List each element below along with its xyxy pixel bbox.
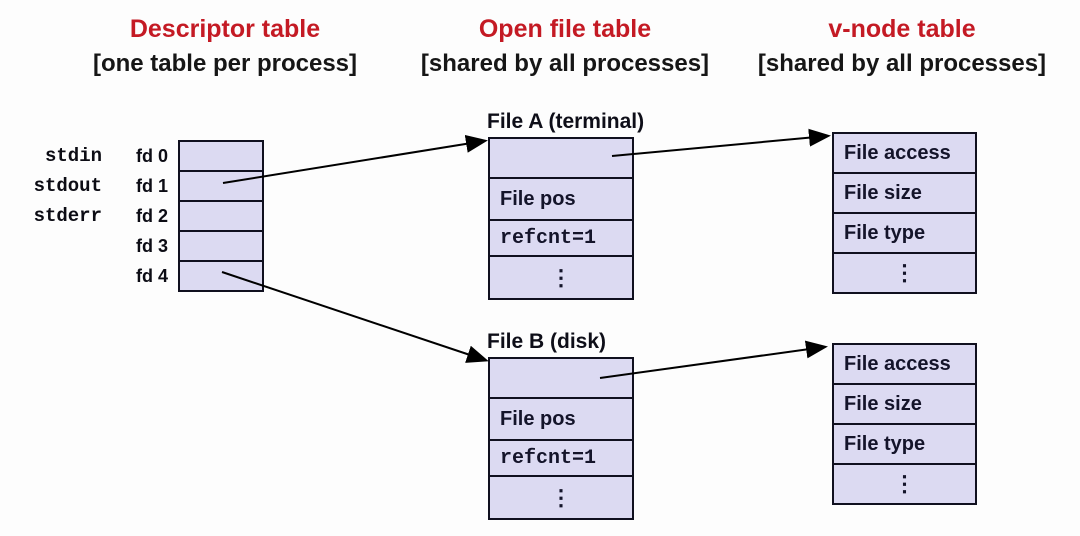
vnode-table-1: File access File size File type ⋮	[832, 132, 977, 294]
label-fd2: fd 2	[135, 206, 168, 226]
arrow-file-a-to-vnode1	[611, 128, 831, 157]
file-a-pointer-cell	[490, 139, 632, 177]
file-a-filepos-cell: File pos	[490, 177, 632, 219]
file-b-filepos-cell: File pos	[490, 397, 632, 439]
vnode-table-title: v-node table	[828, 15, 976, 43]
vnode2-access-cell: File access	[844, 352, 951, 375]
vnode-table-subtitle: [shared by all processes]	[757, 50, 1047, 77]
label-stdout: stdout	[33, 175, 102, 197]
label-fd3: fd 3	[135, 236, 168, 256]
vnode2-ellipsis-cell: ⋮	[834, 463, 975, 503]
vnode-table-2: File access File size File type ⋮	[832, 343, 977, 505]
descriptor-table-subtitle: [one table per process]	[92, 50, 358, 77]
label-fd0: fd 0	[135, 146, 168, 166]
vnode1-access-cell: File access	[844, 141, 951, 164]
label-fd4: fd 4	[135, 266, 168, 286]
file-b-pointer-cell	[490, 359, 632, 397]
file-b-refcnt-cell: refcnt=1	[490, 439, 632, 475]
vnode1-size-cell: File size	[834, 172, 975, 212]
vnode2-size-cell: File size	[834, 383, 975, 423]
label-fd1: fd 1	[135, 176, 168, 196]
fd0-cell	[180, 142, 262, 170]
descriptor-table-title: Descriptor table	[129, 15, 321, 43]
file-a-ellipsis-cell: ⋮	[490, 255, 632, 298]
file-a-refcnt-cell: refcnt=1	[490, 219, 632, 255]
fd3-cell	[180, 230, 262, 260]
vnode1-type-cell: File type	[834, 212, 975, 252]
open-file-table-a: File pos refcnt=1 ⋮	[488, 137, 634, 300]
file-b-ellipsis-cell: ⋮	[490, 475, 632, 518]
vnode1-ellipsis-cell: ⋮	[834, 252, 975, 292]
file-a-title: File A (terminal)	[487, 110, 645, 133]
file-b-title: File B (disk)	[487, 330, 607, 353]
label-stderr: stderr	[33, 205, 102, 227]
fd4-cell	[180, 260, 262, 290]
fd2-cell	[180, 200, 262, 230]
open-file-table-b: File pos refcnt=1 ⋮	[488, 357, 634, 520]
label-stdin: stdin	[44, 145, 102, 167]
descriptor-table	[178, 140, 264, 292]
open-file-table-subtitle: [shared by all processes]	[420, 50, 710, 77]
fd1-cell	[180, 170, 262, 200]
vnode2-type-cell: File type	[834, 423, 975, 463]
open-file-table-title: Open file table	[478, 15, 652, 43]
